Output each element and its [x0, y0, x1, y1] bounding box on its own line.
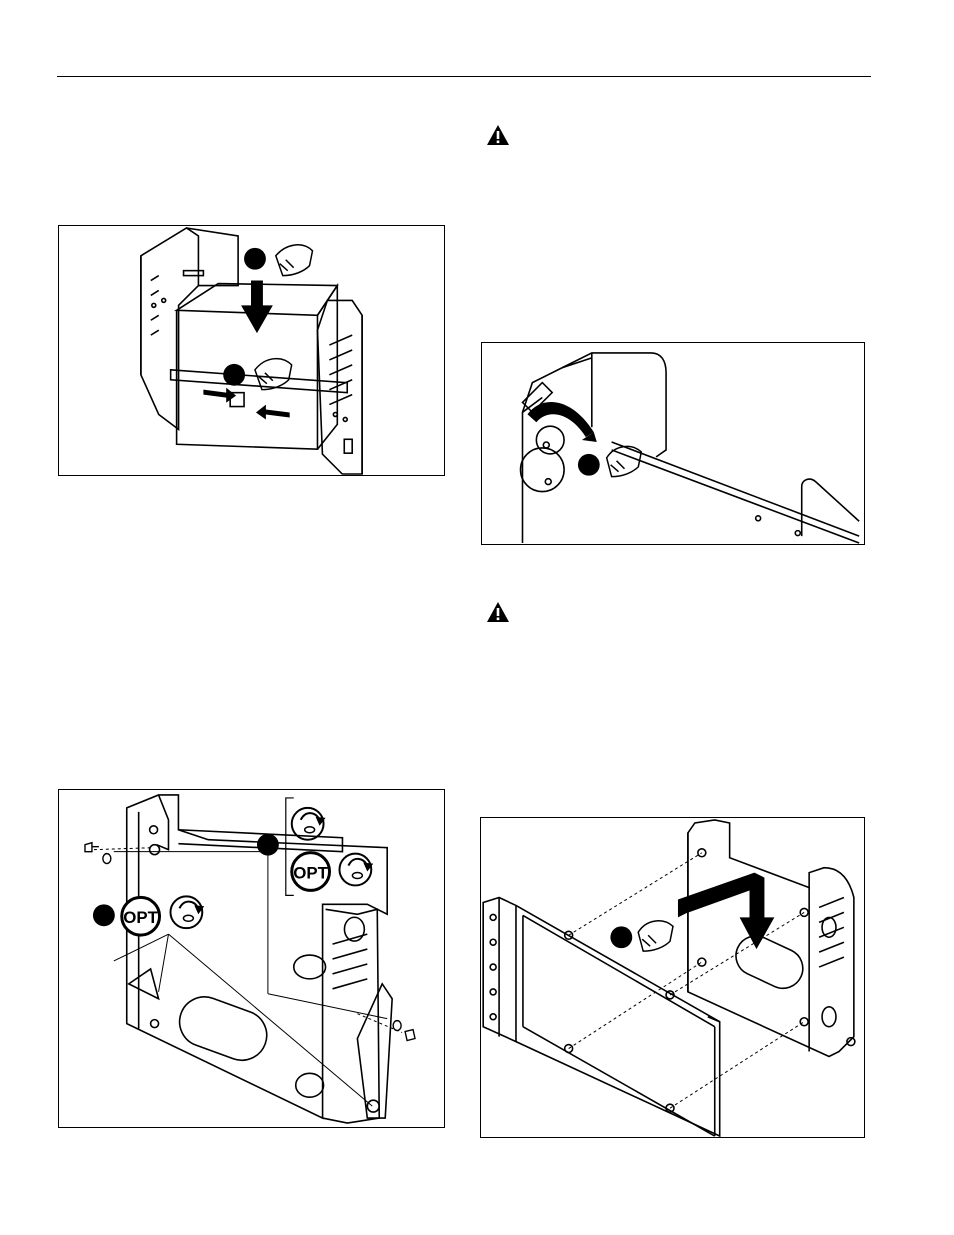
- figure-4-drawing: [481, 818, 864, 1137]
- rotate-icon: [339, 854, 373, 886]
- hand-icon: [638, 921, 673, 951]
- figure-1-drawing: [59, 226, 444, 475]
- figure-2-fasteners: OPT OPT: [58, 789, 445, 1128]
- warning-icon: [486, 601, 510, 623]
- opt-label: OPT: [293, 863, 328, 882]
- step-marker-2: [223, 359, 291, 390]
- hand-icon: [255, 359, 292, 390]
- opt-badge: OPT: [292, 853, 330, 891]
- header-rule: [57, 76, 871, 77]
- figure-3-drawing: [482, 343, 864, 544]
- rotate-arrow-icon: [527, 402, 596, 442]
- opt-badge: OPT: [122, 897, 160, 935]
- warning-icon: [486, 124, 510, 146]
- figure-2-drawing: OPT OPT: [59, 790, 444, 1127]
- figure-4-attach-to-wall-plate: [480, 817, 865, 1138]
- figure-1-install-bracket: [58, 225, 445, 476]
- step-marker-1: [244, 245, 312, 276]
- hand-icon: [276, 245, 313, 276]
- down-arrow-icon: [241, 281, 273, 334]
- figure-3-rotate-clip: [481, 342, 865, 545]
- opt-label: OPT: [123, 908, 158, 927]
- rotate-icon: [170, 896, 204, 928]
- rotate-icon: [292, 808, 326, 840]
- bent-arrow-icon: [678, 873, 774, 950]
